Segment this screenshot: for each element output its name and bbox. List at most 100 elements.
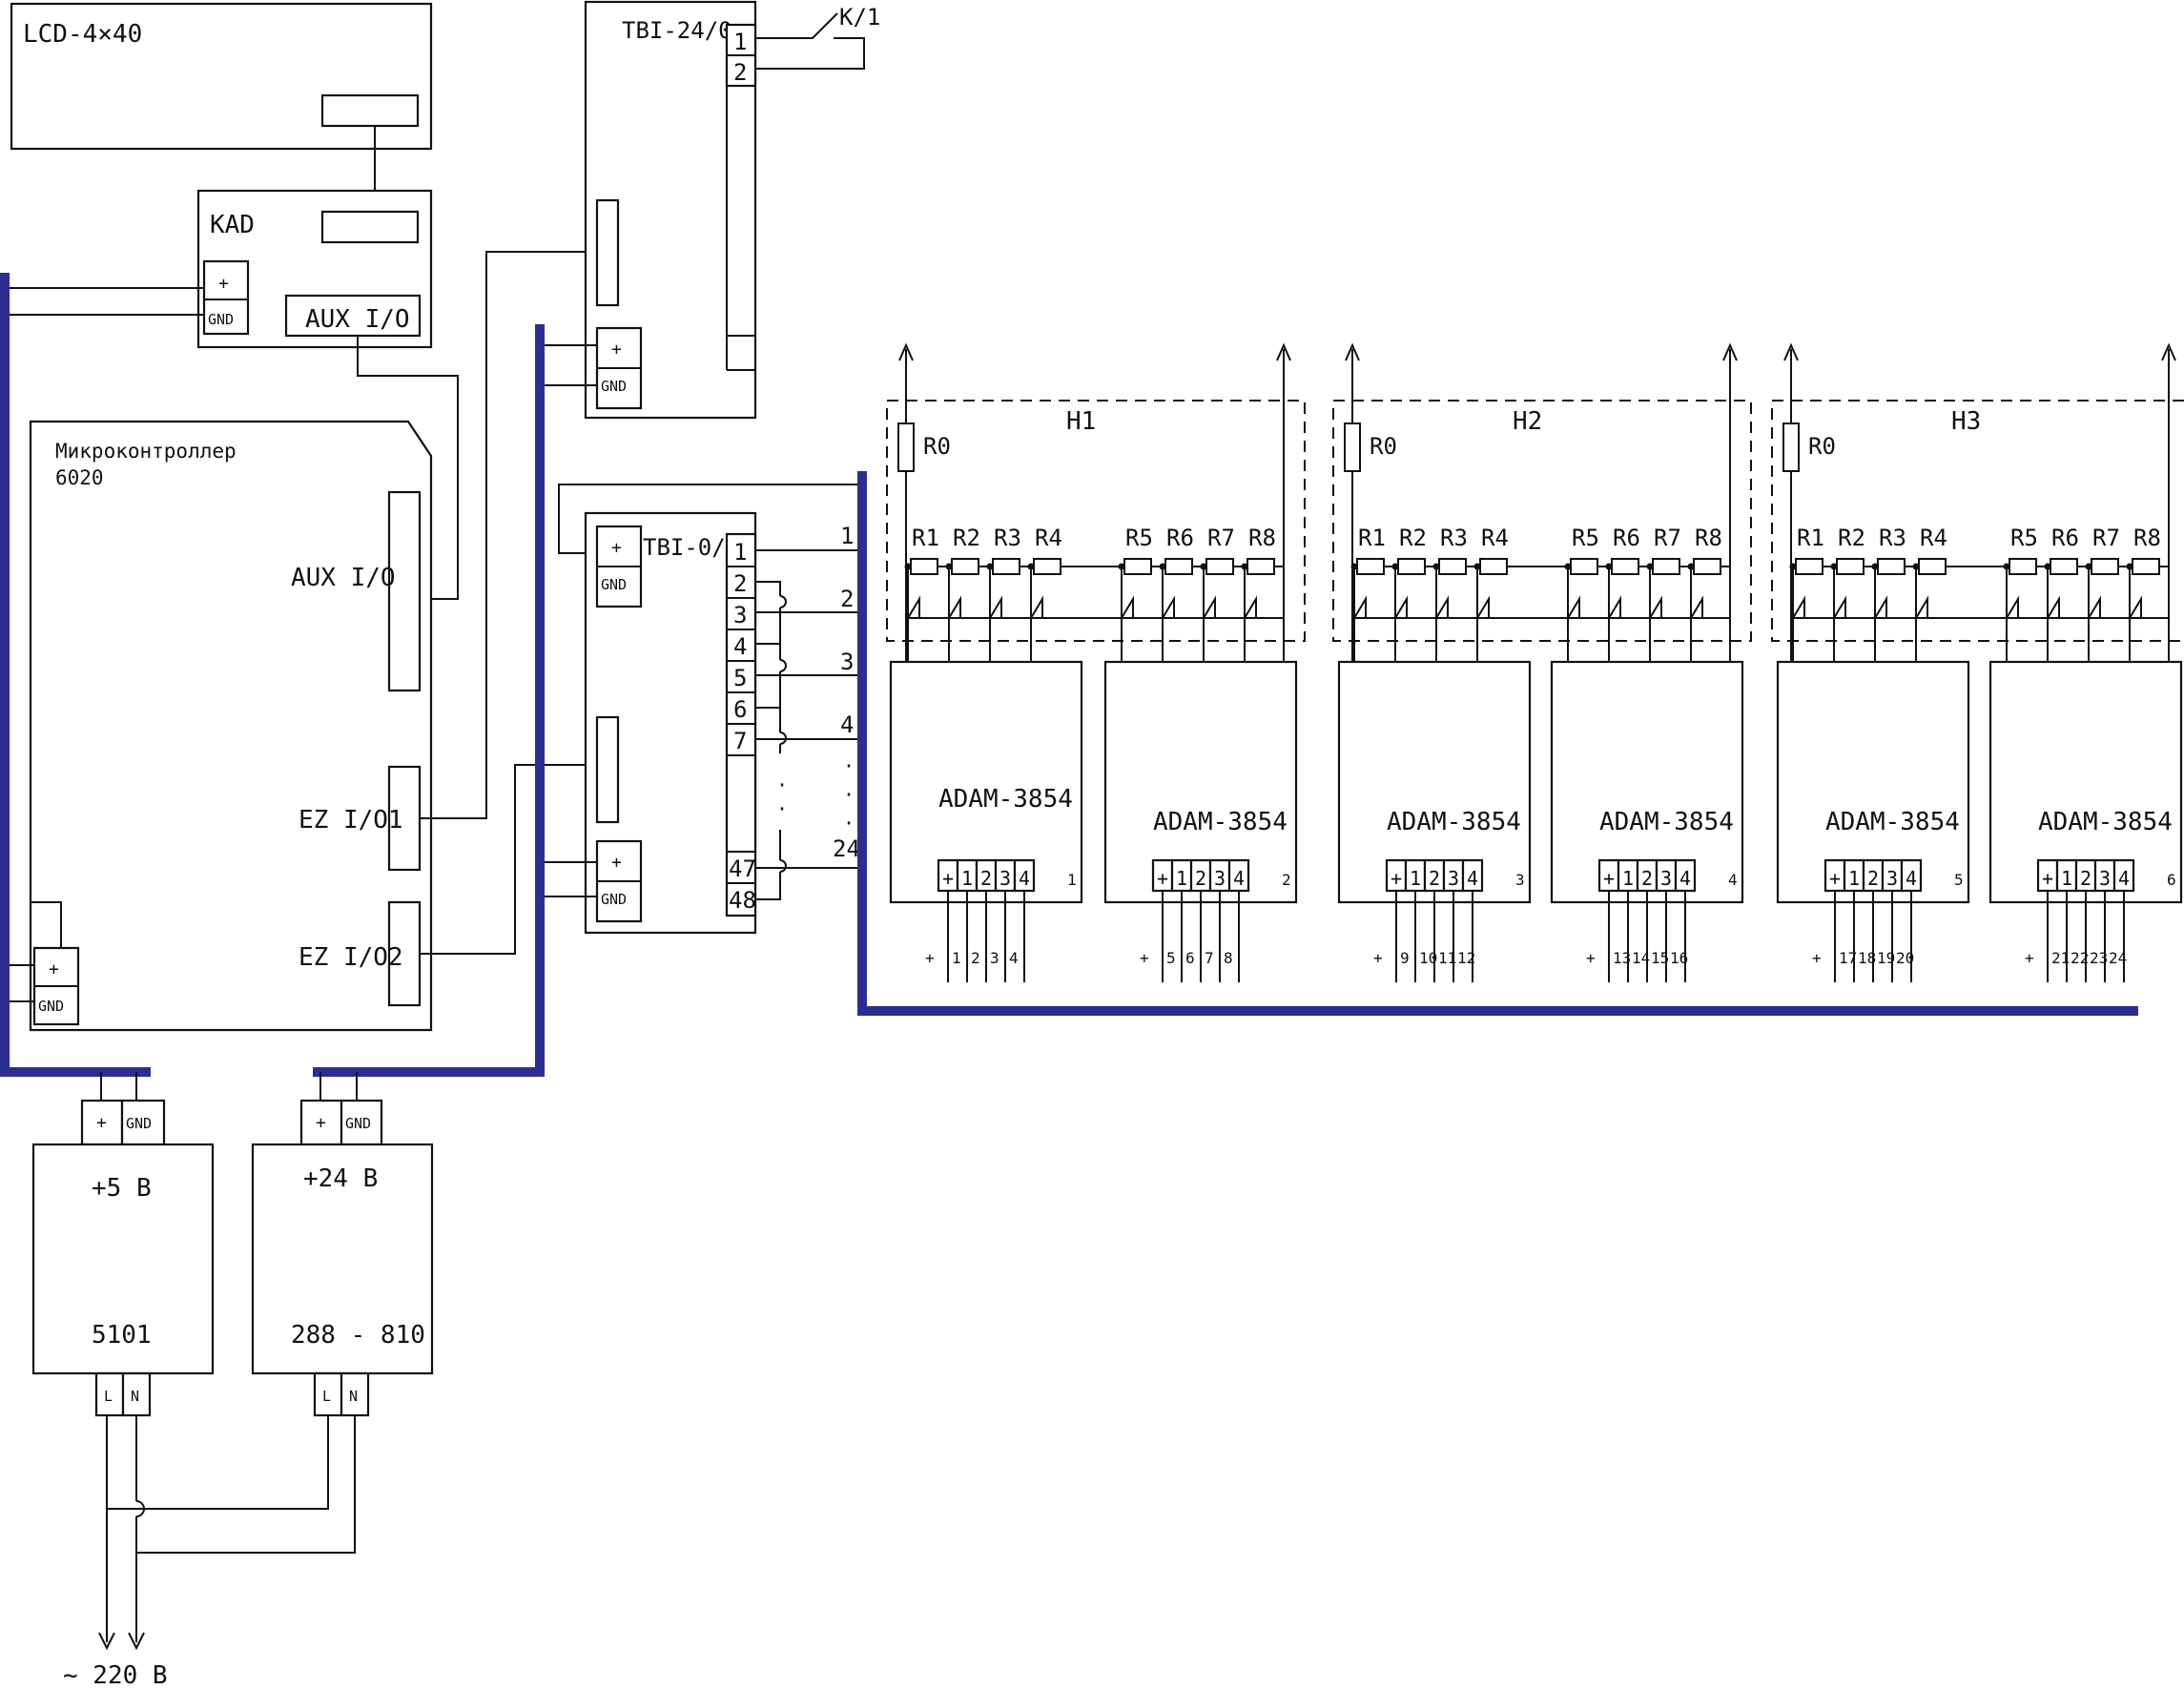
adam-terminal-label: 1 [1622,867,1634,890]
adam-terminal-label: + [942,867,954,890]
resistor-r1 [910,558,938,575]
adam-terminal-label: 1 [1848,867,1860,890]
resistor-r3 [992,558,1020,575]
adam-terminal-label: + [1391,867,1402,890]
resistor-r4 [1479,558,1508,575]
adam-output-label: + [1812,949,1822,967]
heater-name: H3 [1951,407,1981,436]
resistor-label: R6 [2051,525,2079,551]
arrow-up-icon [1345,342,1360,361]
resistor-r5 [1570,558,1598,575]
resistor-label: R7 [2092,525,2120,551]
adam-output-label: 16 [1670,949,1688,967]
resistor-r5 [2009,558,2037,575]
psu5-plus: + [96,1113,107,1133]
resistor-r0-label: R0 [1370,433,1397,460]
resistor-r2 [1836,558,1865,575]
relay-contact-icon [1833,595,1846,619]
adam-output-label: 4 [1009,949,1019,967]
psu24-voltage: +24 В [303,1164,378,1193]
tbi-top-pin-1: 1 [733,29,747,55]
relay-contact-icon [907,595,920,619]
heater-name: H2 [1513,407,1542,436]
adam-terminal-label: 2 [1195,867,1206,890]
adam-terminal-label: 3 [999,867,1011,890]
resistor-label: R8 [2133,525,2161,551]
relay-contact-icon [2006,595,2019,619]
resistor-label: R8 [1695,525,1722,551]
adam-output-label: 10 [1419,949,1437,967]
kad-gnd: GND [208,311,234,328]
adam-output-label: + [925,949,935,967]
signal-lines: · · · · · 1 2 3 4 24 [755,523,862,900]
adam-output-label: + [1373,949,1383,967]
resistor-r6 [1164,558,1193,575]
resistor-r0-label: R0 [923,433,951,460]
resistor-label: R3 [1440,525,1468,551]
tbi-mid-gnd-a: GND [601,576,627,593]
relay-contact-icon [2047,595,2060,619]
adam-index: 6 [2167,871,2176,889]
adam-terminal-label: 3 [1660,867,1672,890]
adam-output-label: 15 [1651,949,1669,967]
relay-contact-icon [1435,595,1449,619]
relay-contact-icon [1030,595,1043,619]
adam-terminal-label: 1 [2061,867,2072,890]
arrow-up-icon [1276,342,1291,361]
resistor-label: R2 [1399,525,1427,551]
adam-output-label: 22 [2071,949,2089,967]
resistor-r7 [1205,558,1234,575]
arrow-up-icon [1783,342,1799,361]
resistor-r5 [1123,558,1152,575]
tbi-mid-plus-a: + [611,538,622,558]
tbi-mid-pin-48: 48 [729,887,756,914]
relay-contact-icon [1567,595,1580,619]
signal-label-24: 24 [833,835,860,862]
tbi-mid-pin-7: 7 [733,728,747,754]
resistor-r7 [1652,558,1680,575]
kad-module: KAD AUX I/O + GND [196,189,433,349]
tbi-top-title: TBI-24/0 [622,17,732,44]
resistor-label: R4 [1035,525,1062,551]
mains-label: ~ 220 В [63,1661,168,1690]
tbi-mid-pin-4: 4 [733,633,747,660]
adam-terminal-label: + [1829,867,1841,890]
tbi-mid-pin-1: 1 [733,539,747,566]
adam-terminal-label: + [1157,867,1168,890]
resistor-label: R4 [1920,525,1947,551]
resistor-r3 [1438,558,1467,575]
adam-output-label: + [1140,949,1149,967]
resistor-r2 [1397,558,1426,575]
adam-terminal-label: 1 [1410,867,1421,890]
relay-contact-icon [1353,595,1367,619]
adam-terminal-label: 4 [2118,867,2130,890]
resistor-r3 [1877,558,1906,575]
relay-contact-icon [1915,595,1928,619]
adam-output-label: 24 [2109,949,2127,967]
signal-dots-e: · [843,812,855,835]
psu24-plus: + [316,1113,326,1133]
arrow-up-icon [898,342,914,361]
signal-dots-c: · [843,754,855,777]
adam-model-label: ADAM-3854 [1387,808,1521,836]
adam-output-label: 7 [1205,949,1214,967]
adam-output-label: 18 [1858,949,1876,967]
signal-dots-b: · [776,797,788,820]
arrow-up-icon [2161,342,2176,361]
psu24-model: 288 - 810 [291,1321,425,1350]
adam-terminal-label: 3 [1448,867,1459,890]
adam-output-label: 19 [1877,949,1895,967]
adam-output-label: 1 [952,949,961,967]
psu5-gnd: GND [126,1115,152,1132]
tbi-top-plus: + [611,340,622,360]
resistor-r0 [897,422,915,472]
adam-model-label: ADAM-3854 [1599,808,1734,836]
relay-contact-icon [1244,595,1257,619]
relay-contact-icon [1203,595,1216,619]
relay-contact-icon [1394,595,1408,619]
mcu-ez1-label: EZ I/O1 [299,806,403,835]
